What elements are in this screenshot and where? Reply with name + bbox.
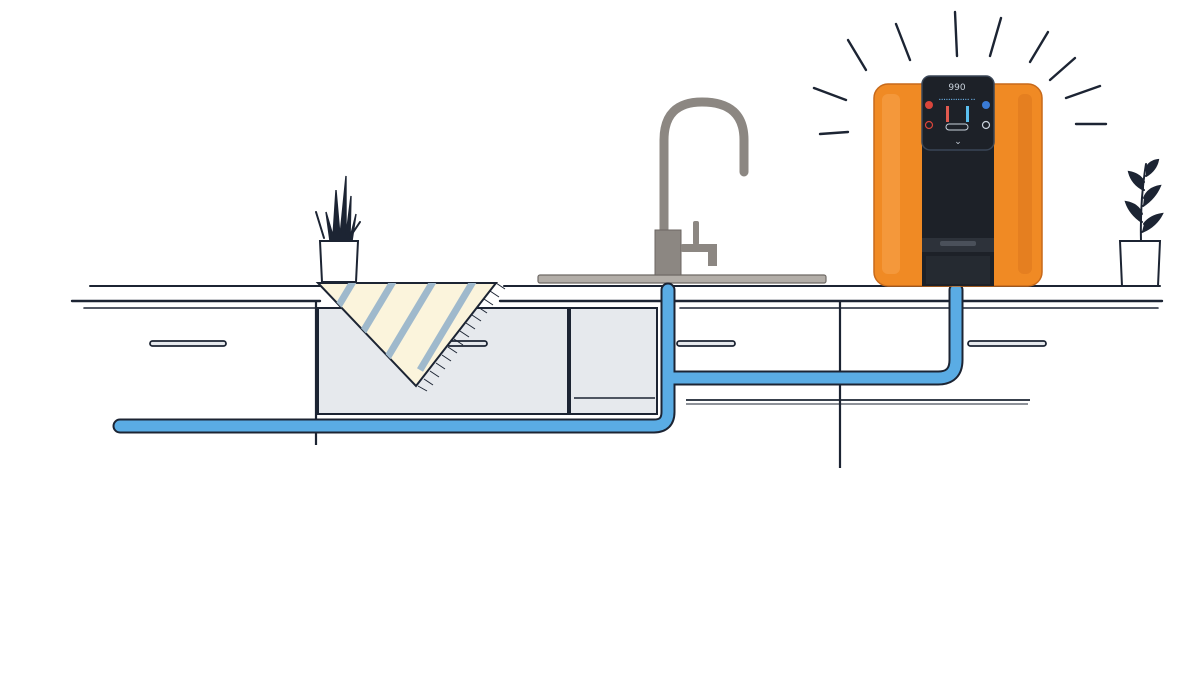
- temperature-button-icon: [981, 120, 991, 130]
- sink-cabinet-door-right: [569, 307, 658, 415]
- dispenser-control-screen: [921, 75, 995, 151]
- settings-button-icon: [924, 120, 934, 130]
- towel-fringe: [417, 282, 506, 392]
- sink: [537, 274, 827, 284]
- drawer-handle: [446, 340, 488, 347]
- potted-plant-icon: [1118, 158, 1164, 287]
- cold-level-bar: [966, 106, 969, 122]
- water-dispenser-icon: 990 ••••••••••••• •• ⌄: [812, 10, 1108, 287]
- countertop: [70, 285, 1164, 309]
- dispense-indicator: ⌄: [954, 137, 962, 147]
- sink-rim: [537, 274, 827, 284]
- drawer-handle: [149, 340, 227, 347]
- drawer-handle: [967, 340, 1047, 347]
- potted-plant-icon: [315, 175, 361, 283]
- hot-level-bar: [946, 106, 949, 122]
- drawer-handle: [676, 340, 736, 347]
- dispenser-brand-mark: 990: [948, 83, 965, 93]
- glow-rays: [812, 10, 1108, 136]
- cold-button-icon: [982, 101, 990, 109]
- dispenser-status-text: ••••••••••••• ••: [939, 97, 976, 102]
- hot-button-icon: [925, 101, 933, 109]
- water-pipe-icon: [112, 282, 964, 434]
- faucet-icon: [654, 97, 749, 276]
- dispense-button-icon: [945, 123, 969, 131]
